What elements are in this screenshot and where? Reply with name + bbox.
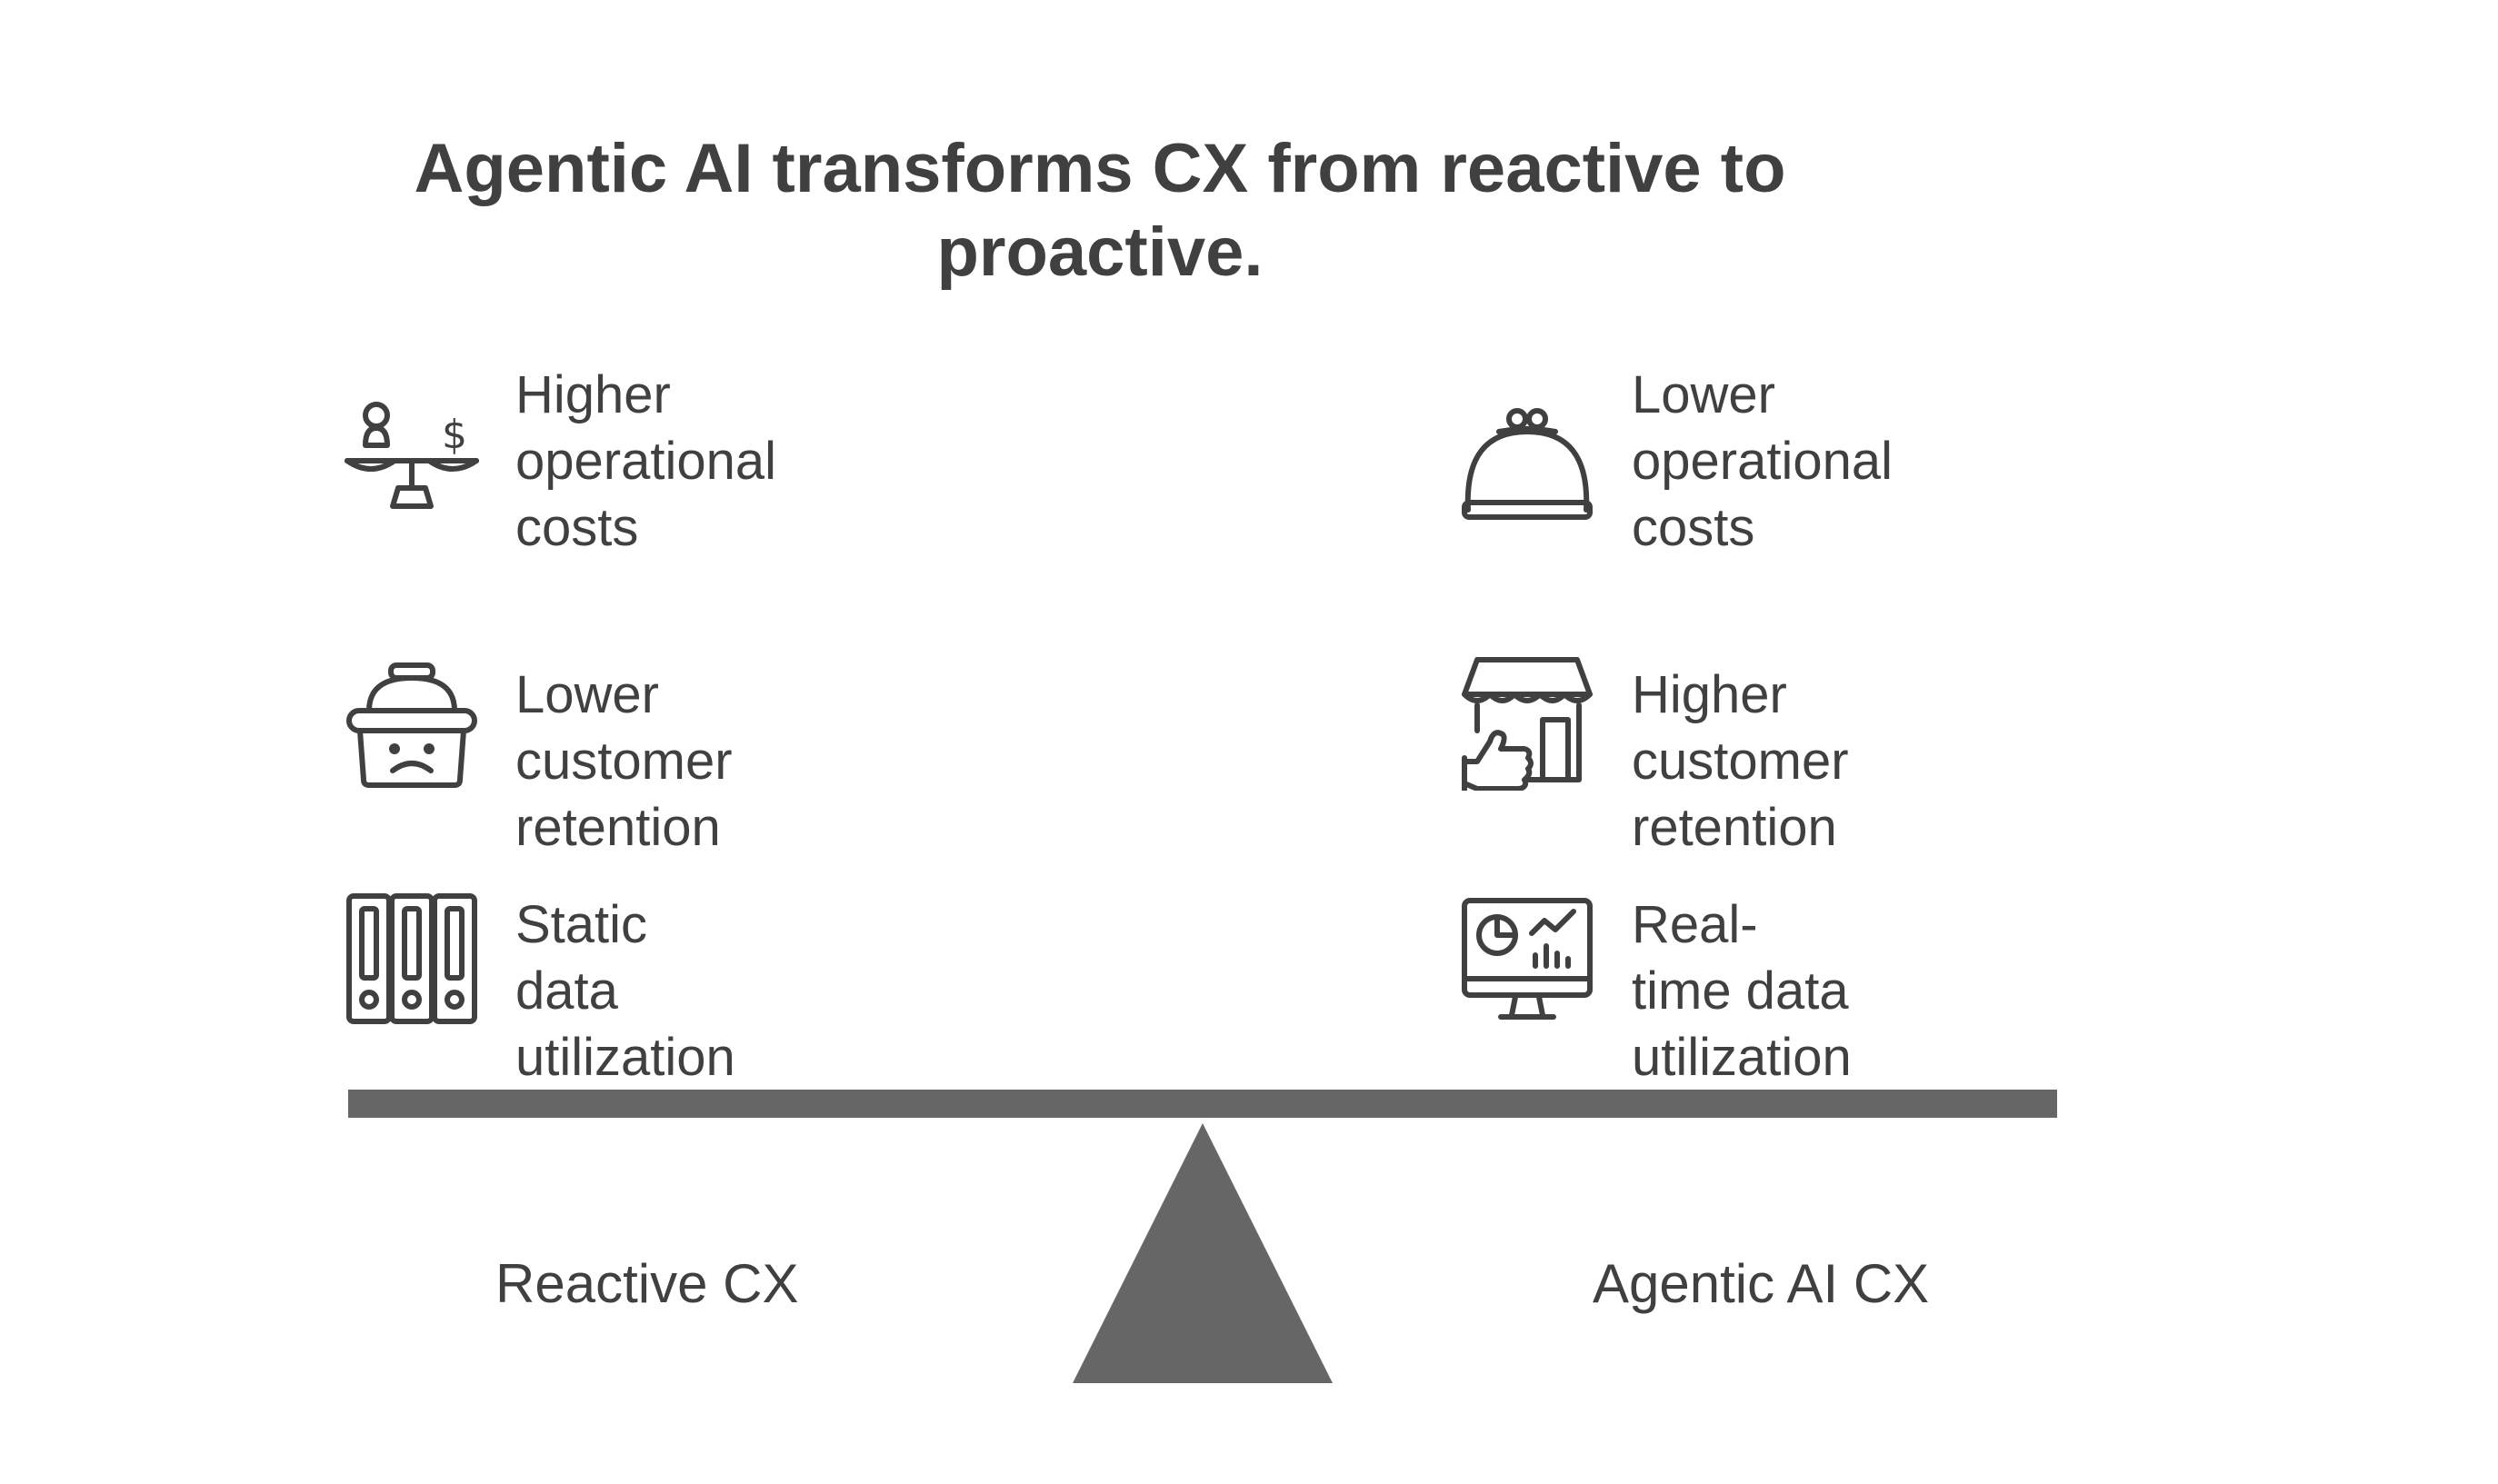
svg-text:$: $ (442, 412, 467, 458)
right-item-label: Lower operational costs (1632, 365, 1893, 557)
right-item-label: Real-time data utilization (1632, 895, 1852, 1087)
left-side-label: Reactive CX (495, 1253, 799, 1314)
coin-purse-icon (1459, 395, 1595, 532)
diagram-title: Agentic AI transforms CX from reactive t… (414, 130, 1786, 291)
scale-person-dollar-icon: $ (344, 395, 480, 532)
store-thumbs-up-icon (1459, 654, 1595, 791)
left-item-label: Static data utilization (515, 895, 735, 1087)
right-side-label: Agentic AI CX (1593, 1253, 1930, 1314)
seesaw-fulcrum (1073, 1123, 1333, 1383)
binders-icon (344, 891, 480, 1027)
seesaw-beam (348, 1090, 2057, 1118)
sad-basket-icon (344, 658, 480, 794)
analytics-monitor-icon (1459, 895, 1595, 1031)
left-item-label: Higher operational costs (515, 365, 776, 557)
right-item-label: Higher customer retention (1632, 665, 1849, 857)
left-item-label: Lower customer retention (515, 665, 733, 857)
